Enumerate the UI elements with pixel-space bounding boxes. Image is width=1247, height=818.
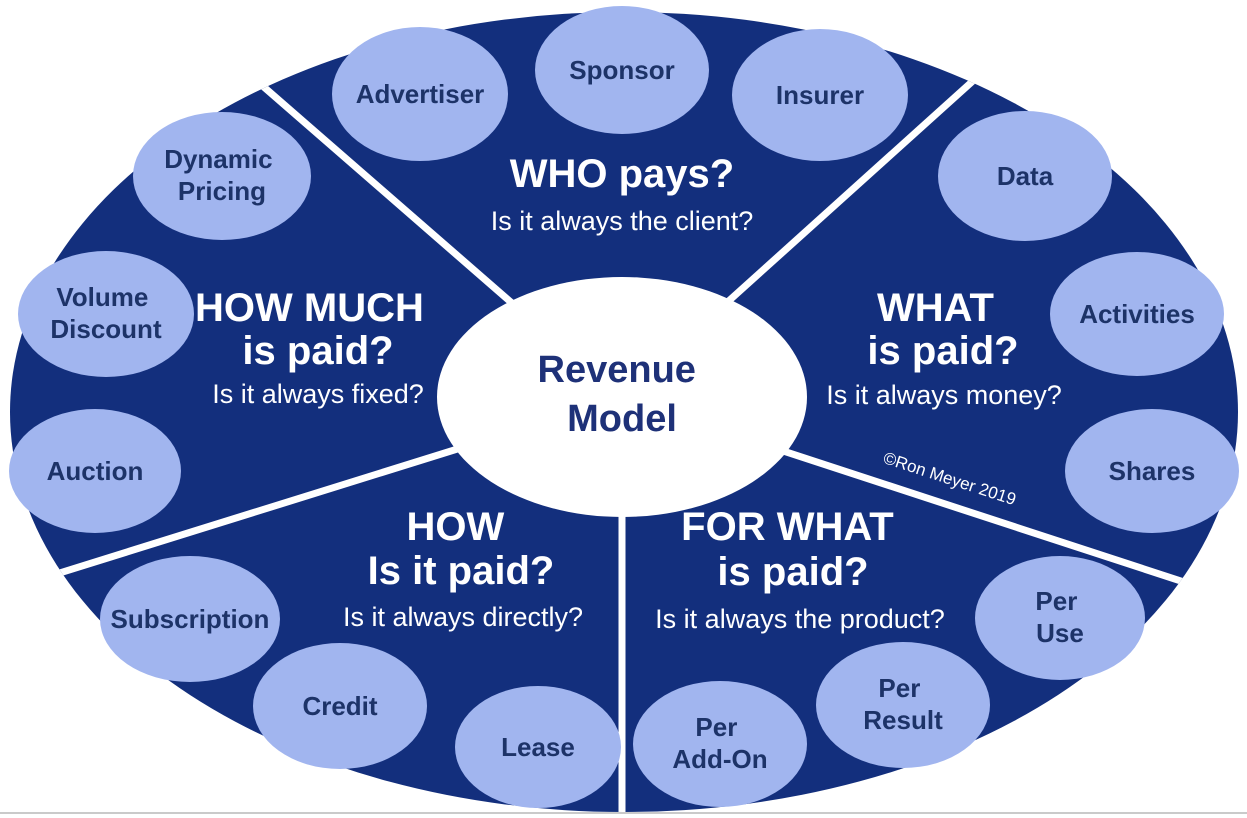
bubble-dynamic-pricing-shape xyxy=(133,112,311,240)
sector-who-pays-heading-line1: WHO pays? xyxy=(510,152,734,196)
bubble-subscription-label: Subscription xyxy=(111,604,270,634)
sector-who-pays: WHO pays? Is it always the client? xyxy=(491,152,754,236)
sector-what-is-paid-heading-line2: is paid? xyxy=(867,329,1018,373)
bubble-credit-label: Credit xyxy=(302,691,377,721)
bubble-data-label: Data xyxy=(997,161,1054,191)
bubble-volume-discount-label: Volume Discount xyxy=(50,282,162,344)
bubble-dynamic-pricing-label: Dynamic Pricing xyxy=(164,144,280,206)
bubble-auction: Auction xyxy=(9,409,181,533)
bubble-credit-shape xyxy=(253,643,427,769)
bubble-auction-label: Auction xyxy=(47,456,144,486)
sector-how-is-paid-heading-line2: Is it paid? xyxy=(368,549,555,593)
sector-how-is-paid-question: Is it always directly? xyxy=(343,602,583,632)
bubble-activities: Activities xyxy=(1050,252,1224,376)
bubble-sponsor: Sponsor xyxy=(535,6,709,134)
bubble-insurer-label: Insurer xyxy=(776,80,864,110)
sector-how-much-is-paid-heading: HOW MUCH is paid? xyxy=(195,286,435,373)
bubble-credit: Credit xyxy=(253,643,427,769)
sector-what-is-paid: WHAT is paid? Is it always money? xyxy=(826,286,1062,410)
bubble-lease-shape xyxy=(455,686,621,808)
sector-what-is-paid-question: Is it always money? xyxy=(826,380,1062,410)
sector-for-what-is-paid-heading-line1: FOR WHAT xyxy=(681,505,894,549)
bubble-lease-label: Lease xyxy=(501,732,575,762)
sector-who-pays-heading: WHO pays? xyxy=(510,152,734,196)
bubble-shares: Shares xyxy=(1065,409,1239,533)
bubble-per-result-shape xyxy=(816,642,990,768)
bubble-lease: Lease xyxy=(455,686,621,808)
center-title-line1: Revenue xyxy=(538,349,696,391)
bubble-advertiser-shape xyxy=(332,27,508,161)
bottom-border xyxy=(0,812,1247,814)
sector-how-much-is-paid-heading-line1: HOW MUCH xyxy=(195,286,424,330)
bubble-auction-shape xyxy=(9,409,181,533)
bubble-per-result: Per Result xyxy=(816,642,990,768)
bubble-advertiser: Advertiser xyxy=(332,27,508,161)
bubble-per-use-shape xyxy=(975,556,1145,680)
sector-for-what-is-paid: FOR WHAT is paid? Is it always the produ… xyxy=(655,505,945,634)
sector-what-is-paid-heading: WHAT is paid? xyxy=(867,286,1018,373)
bubble-shares-shape xyxy=(1065,409,1239,533)
bubble-advertiser-label: Advertiser xyxy=(356,79,485,109)
sector-for-what-is-paid-heading: FOR WHAT is paid? xyxy=(681,505,905,594)
sector-how-much-is-paid-heading-line2: is paid? xyxy=(242,329,393,373)
bubble-shares-label: Shares xyxy=(1109,456,1196,486)
bubble-subscription-shape xyxy=(100,556,280,682)
bubble-volume-discount: Volume Discount xyxy=(18,251,194,377)
bubble-per-add-on-shape xyxy=(633,681,807,807)
sector-how-much-is-paid: HOW MUCH is paid? Is it always fixed? xyxy=(195,286,435,409)
bubble-sponsor-shape xyxy=(535,6,709,134)
bubble-per-add-on: Per Add-On xyxy=(633,681,807,807)
sector-how-is-paid: HOW Is it paid? Is it always directly? xyxy=(343,505,583,632)
bubble-dynamic-pricing: Dynamic Pricing xyxy=(133,112,311,240)
bubble-sponsor-label: Sponsor xyxy=(569,55,674,85)
bubble-activities-label: Activities xyxy=(1079,299,1195,329)
bubble-data-shape xyxy=(938,111,1112,241)
bubble-insurer-shape xyxy=(732,29,908,161)
sector-who-pays-question: Is it always the client? xyxy=(491,206,754,236)
bubble-per-use-label: Per Use xyxy=(1035,586,1084,648)
sector-for-what-is-paid-question: Is it always the product? xyxy=(655,604,945,634)
bubble-per-add-on-label: Per Add-On xyxy=(672,712,767,774)
sector-how-much-is-paid-question: Is it always fixed? xyxy=(212,379,424,409)
bubble-per-use: Per Use xyxy=(975,556,1145,680)
bubble-data: Data xyxy=(938,111,1112,241)
sector-how-is-paid-heading-line1: HOW xyxy=(407,505,505,549)
sector-what-is-paid-heading-line1: WHAT xyxy=(877,286,994,330)
center-ellipse xyxy=(437,277,807,517)
bubble-subscription: Subscription xyxy=(100,556,280,682)
bubble-per-result-label: Per Result xyxy=(863,673,943,735)
bubble-activities-shape xyxy=(1050,252,1224,376)
center-title-line2: Model xyxy=(567,398,677,440)
sector-how-is-paid-heading: HOW Is it paid? xyxy=(368,505,555,593)
sector-for-what-is-paid-heading-line2: is paid? xyxy=(717,550,868,594)
bubble-insurer: Insurer xyxy=(732,29,908,161)
center-title: Revenue Model xyxy=(538,349,707,440)
bubble-volume-discount-shape xyxy=(18,251,194,377)
